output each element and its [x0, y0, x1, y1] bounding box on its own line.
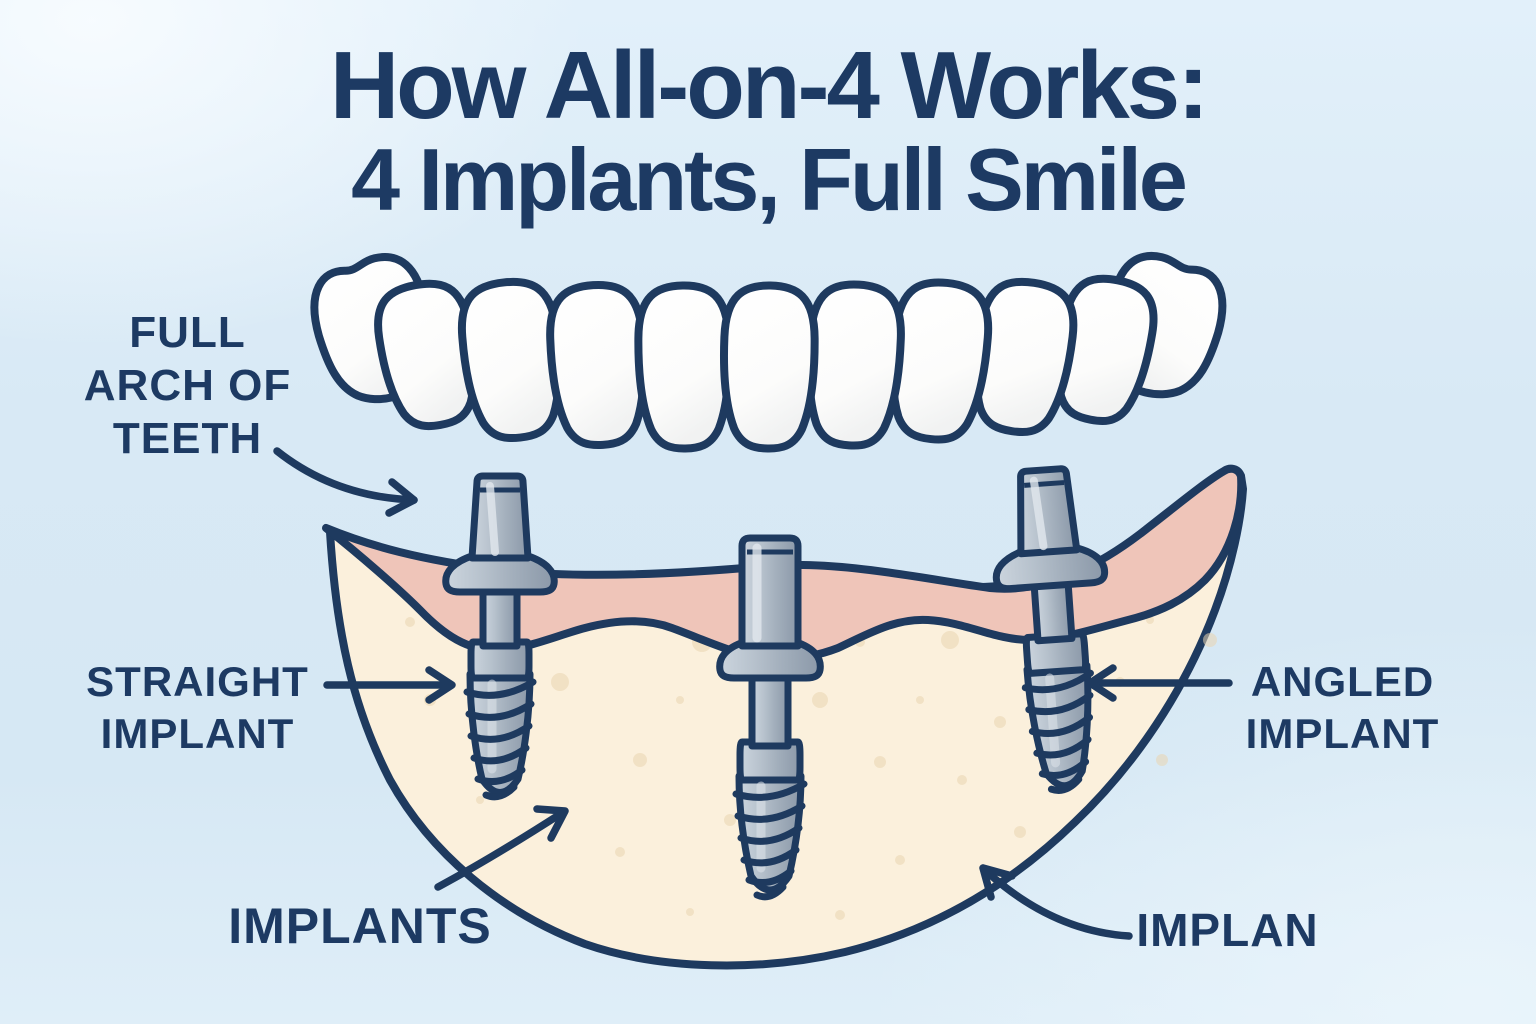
implant-threads — [463, 678, 537, 801]
full-arch-label-line2: ARCH OF — [83, 361, 292, 410]
tooth — [637, 285, 730, 450]
angled-implant-label-line1: ANGLED — [1250, 658, 1435, 705]
straight-implant-label-line2: IMPLANT — [100, 710, 295, 757]
tooth — [722, 285, 815, 450]
full-arch-label: FULL ARCH OF TEETH — [30, 306, 345, 465]
angled-implant-label: ANGLED IMPLANT — [1180, 656, 1505, 760]
middle-implant-illustration — [716, 534, 824, 901]
angled-implant-illustration — [992, 465, 1109, 794]
straight-implant-arrow — [323, 666, 456, 704]
straight-implant-label: STRAIGHT IMPLANT — [35, 656, 360, 760]
teeth-arch-illustration — [305, 249, 1233, 450]
angled-implant-arrow — [1086, 664, 1233, 702]
implant-threads — [732, 780, 808, 901]
angled-implant-label-line2: IMPLANT — [1245, 710, 1440, 757]
implants-label: IMPLANTS — [228, 898, 492, 954]
implant-threads — [1021, 669, 1094, 794]
straight-implant-label-line1: STRAIGHT — [86, 658, 309, 705]
implan-arrow — [979, 864, 1133, 940]
implan-label: IMPLAN — [1136, 904, 1319, 956]
tooth — [804, 282, 904, 448]
straight-implant-illustration — [442, 472, 558, 801]
full-arch-label-line1: FULL — [129, 308, 246, 357]
implants-arrow — [434, 805, 569, 891]
page-title-line1: How All-on-4 Works: — [329, 32, 1209, 139]
full-arch-arrow — [273, 447, 418, 517]
full-arch-label-line3: TEETH — [112, 414, 263, 463]
tooth — [547, 282, 649, 447]
page-title-line2: 4 Implants, Full Smile — [351, 130, 1188, 229]
